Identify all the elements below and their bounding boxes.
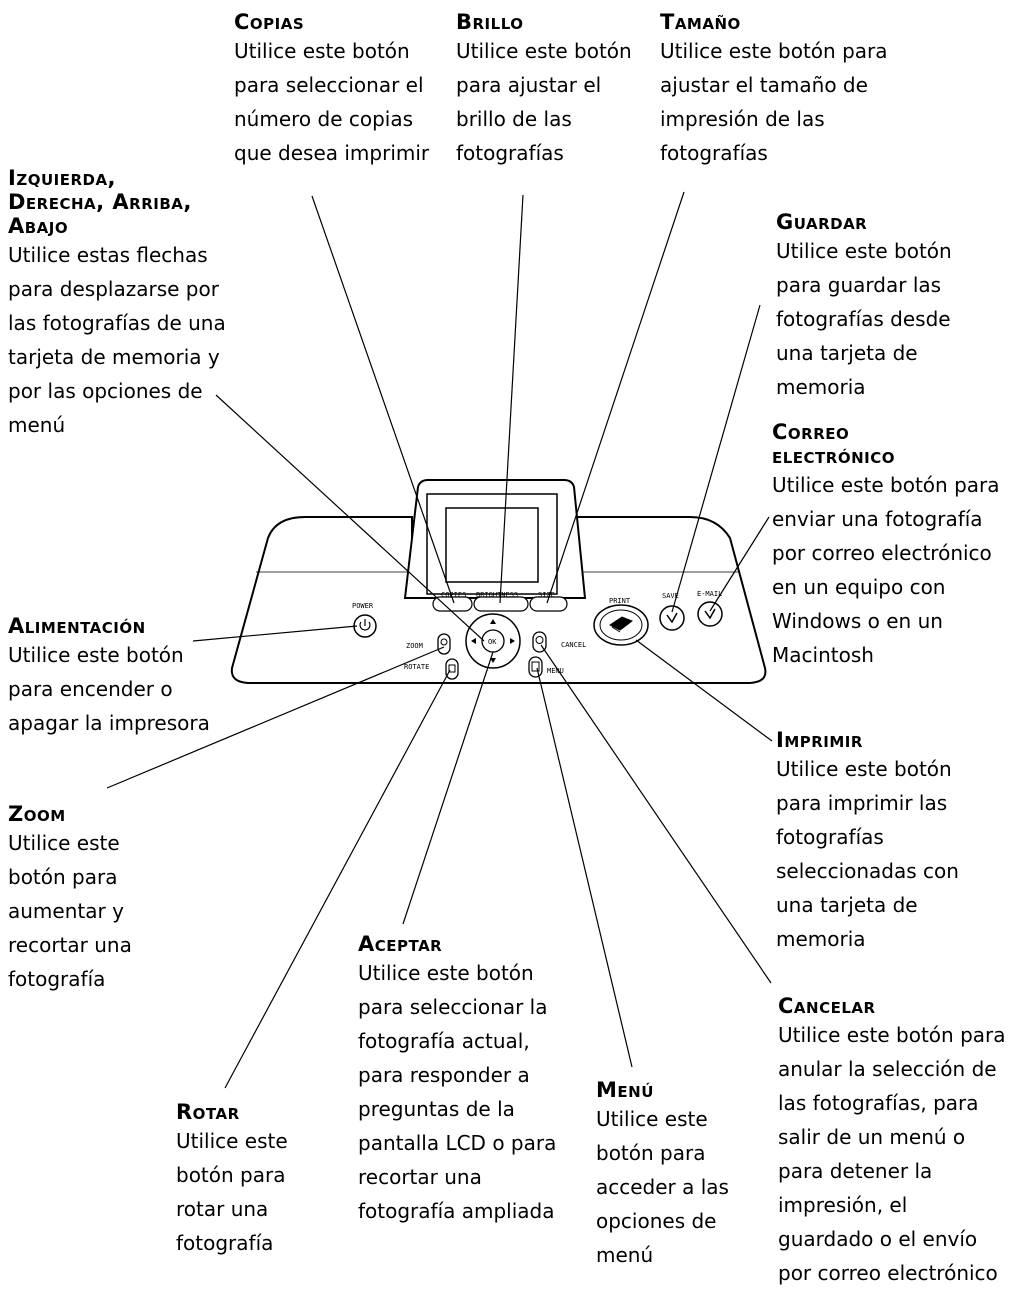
- callout-copias-title: Copias: [234, 10, 305, 34]
- leader-menu: [536, 667, 633, 1068]
- power-label: POWER: [352, 602, 374, 610]
- callout-imprimir: Imprimir Utilice este botón para imprimi…: [776, 728, 996, 956]
- callout-brillo-desc: Utilice este botón para ajustar el brill…: [456, 39, 632, 165]
- print-icon: [609, 616, 634, 633]
- leader-correo: [709, 516, 770, 612]
- callout-imprimir-title: Imprimir: [776, 728, 863, 752]
- copies-label: COPIES: [441, 591, 466, 599]
- zoom-button: [437, 633, 451, 655]
- leader-aceptar: [402, 651, 494, 925]
- callout-tamano-desc: Utilice este botón para ajustar el tamañ…: [660, 39, 888, 165]
- leader-copias: [311, 195, 455, 604]
- leader-cancelar: [540, 644, 772, 984]
- callout-tamano: Tamaño Utilice este botón para ajustar e…: [660, 10, 890, 170]
- callout-alimentacion-title: Alimentación: [8, 614, 146, 638]
- leader-flechas: [215, 394, 485, 642]
- callout-alimentacion: Alimentación Utilice este botón para enc…: [8, 614, 218, 740]
- callout-aceptar-title: Aceptar: [358, 932, 443, 956]
- callout-cancelar: Cancelar Utilice este botón para anular …: [778, 994, 1008, 1290]
- leader-imprimir: [635, 639, 773, 742]
- menu-label: MENU: [547, 667, 564, 675]
- callout-zoom: Zoom Utilice este botón para aumentar y …: [8, 802, 168, 996]
- callout-alimentacion-desc: Utilice este botón para encender o apaga…: [8, 643, 210, 735]
- callout-correo-title: Correo electrónico: [772, 420, 895, 468]
- cancel-icon: [535, 636, 544, 644]
- leader-guardar: [671, 304, 761, 613]
- zoom-icon: [440, 638, 448, 646]
- callout-copias-desc: Utilice este botón para seleccionar el n…: [234, 39, 430, 165]
- callout-aceptar: Aceptar Utilice este botón para seleccio…: [358, 932, 573, 1228]
- callout-correo: Correo electrónico Utilice este botón pa…: [772, 420, 1018, 672]
- callout-rotar-desc: Utilice este botón para rotar una fotogr…: [176, 1129, 288, 1255]
- email-button: [697, 601, 723, 627]
- print-label: PRINT: [609, 597, 631, 605]
- callout-aceptar-desc: Utilice este botón para seleccionar la f…: [358, 961, 557, 1223]
- callout-rotar-title: Rotar: [176, 1100, 240, 1124]
- save-icon: [666, 612, 678, 624]
- menu-icon: [531, 661, 540, 672]
- callout-menu-desc: Utilice este botón para acceder a las op…: [596, 1107, 729, 1267]
- leader-rotar: [224, 669, 451, 1089]
- ok-label: OK: [488, 638, 497, 646]
- callout-tamano-title: Tamaño: [660, 10, 741, 34]
- save-button: [659, 605, 685, 631]
- callout-flechas-desc: Utilice estas flechas para desplazarse p…: [8, 243, 226, 437]
- email-icon: [704, 608, 716, 620]
- callout-flechas-title: Izquierda, Derecha, Arriba, Abajo: [8, 166, 192, 238]
- callout-rotar: Rotar Utilice este botón para rotar una …: [176, 1100, 316, 1260]
- brightness-button: [473, 596, 529, 612]
- leader-lines: [106, 191, 773, 1089]
- rotate-icon: [448, 664, 456, 673]
- menu-button: [528, 656, 543, 678]
- arrow-left-icon: [471, 638, 476, 644]
- arrow-up-icon: [490, 619, 496, 624]
- arrow-right-icon: [510, 638, 515, 644]
- cancel-label: CANCEL: [561, 641, 586, 649]
- arrow-down-icon: [490, 658, 496, 663]
- zoom-label: ZOOM: [406, 642, 423, 650]
- leader-zoom: [106, 646, 445, 789]
- power-icon: [359, 619, 371, 631]
- save-label: SAVE: [662, 592, 679, 600]
- callout-menu-title: Menú: [596, 1078, 654, 1102]
- callout-brillo-title: Brillo: [456, 10, 524, 34]
- callout-copias: Copias Utilice este botón para seleccion…: [234, 10, 439, 170]
- size-label: SIZE: [538, 591, 555, 599]
- callout-guardar: Guardar Utilice este botón para guardar …: [776, 210, 986, 404]
- callout-menu: Menú Utilice este botón para acceder a l…: [596, 1078, 744, 1272]
- callout-imprimir-desc: Utilice este botón para imprimir las fot…: [776, 757, 959, 951]
- leader-brillo: [499, 194, 524, 604]
- callout-guardar-desc: Utilice este botón para guardar las foto…: [776, 239, 952, 399]
- callout-guardar-title: Guardar: [776, 210, 868, 234]
- callout-cancelar-desc: Utilice este botón para anular la selecc…: [778, 1023, 1006, 1285]
- brightness-label: BRIGHTNESS: [476, 591, 518, 599]
- callout-brillo: Brillo Utilice este botón para ajustar e…: [456, 10, 636, 170]
- callout-flechas: Izquierda, Derecha, Arriba, Abajo Utilic…: [8, 166, 238, 442]
- leader-tamano: [546, 191, 685, 604]
- callout-zoom-desc: Utilice este botón para aumentar y recor…: [8, 831, 132, 991]
- lcd-screen: [445, 507, 539, 583]
- leader-alimentacion: [192, 625, 358, 642]
- rotate-label: ROTATE: [404, 663, 429, 671]
- rotate-button: [445, 658, 459, 680]
- callout-correo-desc: Utilice este botón para enviar una fotog…: [772, 473, 1000, 667]
- callout-cancelar-title: Cancelar: [778, 994, 876, 1018]
- callout-zoom-title: Zoom: [8, 802, 66, 826]
- email-label: E-MAIL: [697, 590, 722, 598]
